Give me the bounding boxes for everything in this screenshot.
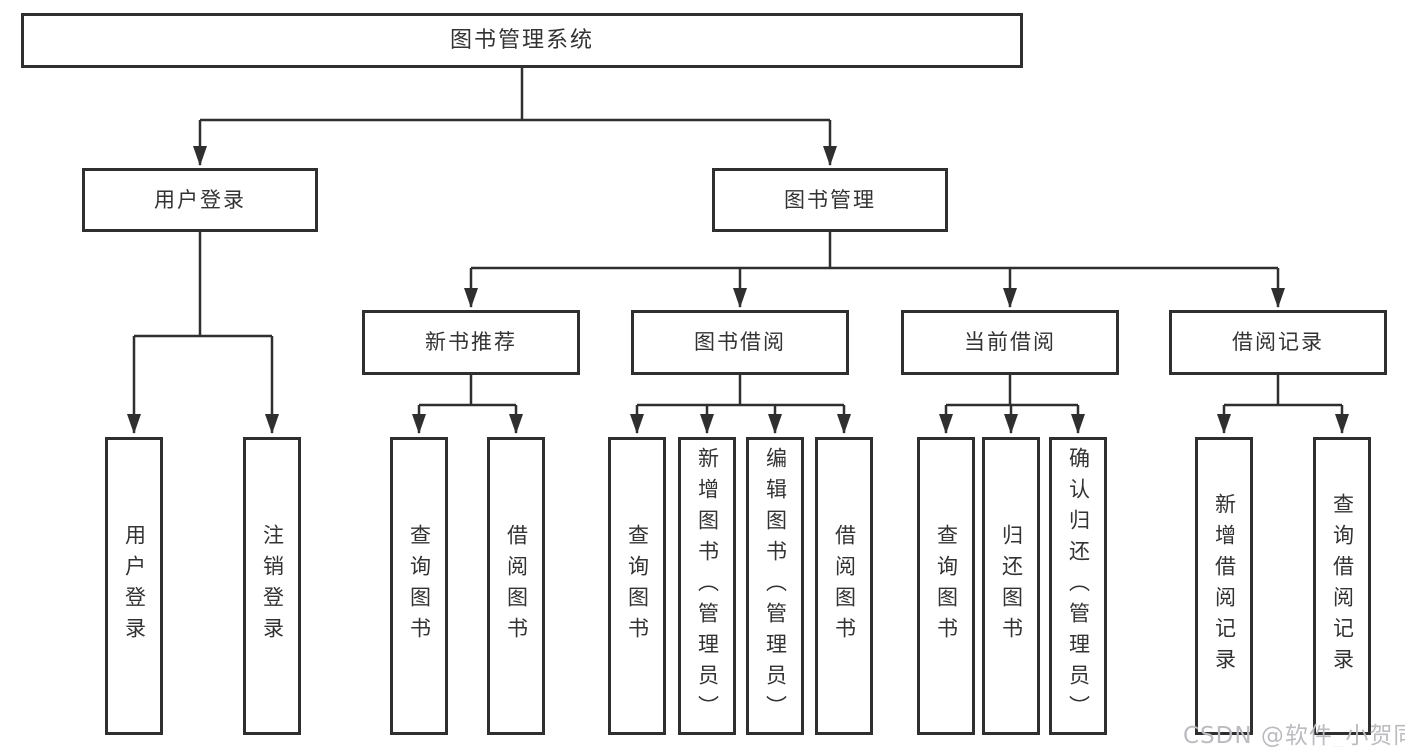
leaf-user-login: 用户登录 (105, 437, 163, 735)
node-borrow-record: 借阅记录 (1169, 310, 1387, 375)
leaf-query-borrow-record: 查询借阅记录 (1313, 437, 1371, 735)
node-user-login: 用户登录 (82, 168, 318, 232)
leaf-confirm-return-admin: 确认归还（管理员） (1049, 437, 1107, 735)
node-current-borrow: 当前借阅 (901, 310, 1119, 375)
leaf-query-book-current: 查询图书 (917, 437, 975, 735)
leaf-add-book-admin: 新增图书（管理员） (678, 437, 736, 735)
leaf-query-book-recommend: 查询图书 (390, 437, 448, 735)
node-library-management-system: 图书管理系统 (21, 13, 1023, 68)
node-book-borrow: 图书借阅 (631, 310, 849, 375)
node-new-book-recommend: 新书推荐 (362, 310, 580, 375)
leaf-add-borrow-record: 新增借阅记录 (1195, 437, 1253, 735)
leaf-return-book: 归还图书 (982, 437, 1040, 735)
leaf-edit-book-admin: 编辑图书（管理员） (746, 437, 804, 735)
leaf-borrow-book-recommend: 借阅图书 (487, 437, 545, 735)
leaf-logout: 注销登录 (243, 437, 301, 735)
node-book-management: 图书管理 (712, 168, 948, 232)
csdn-watermark: CSDN @软件_小贺同学 (1183, 723, 1405, 747)
leaf-query-book-borrow: 查询图书 (608, 437, 666, 735)
leaf-borrow-book: 借阅图书 (815, 437, 873, 735)
